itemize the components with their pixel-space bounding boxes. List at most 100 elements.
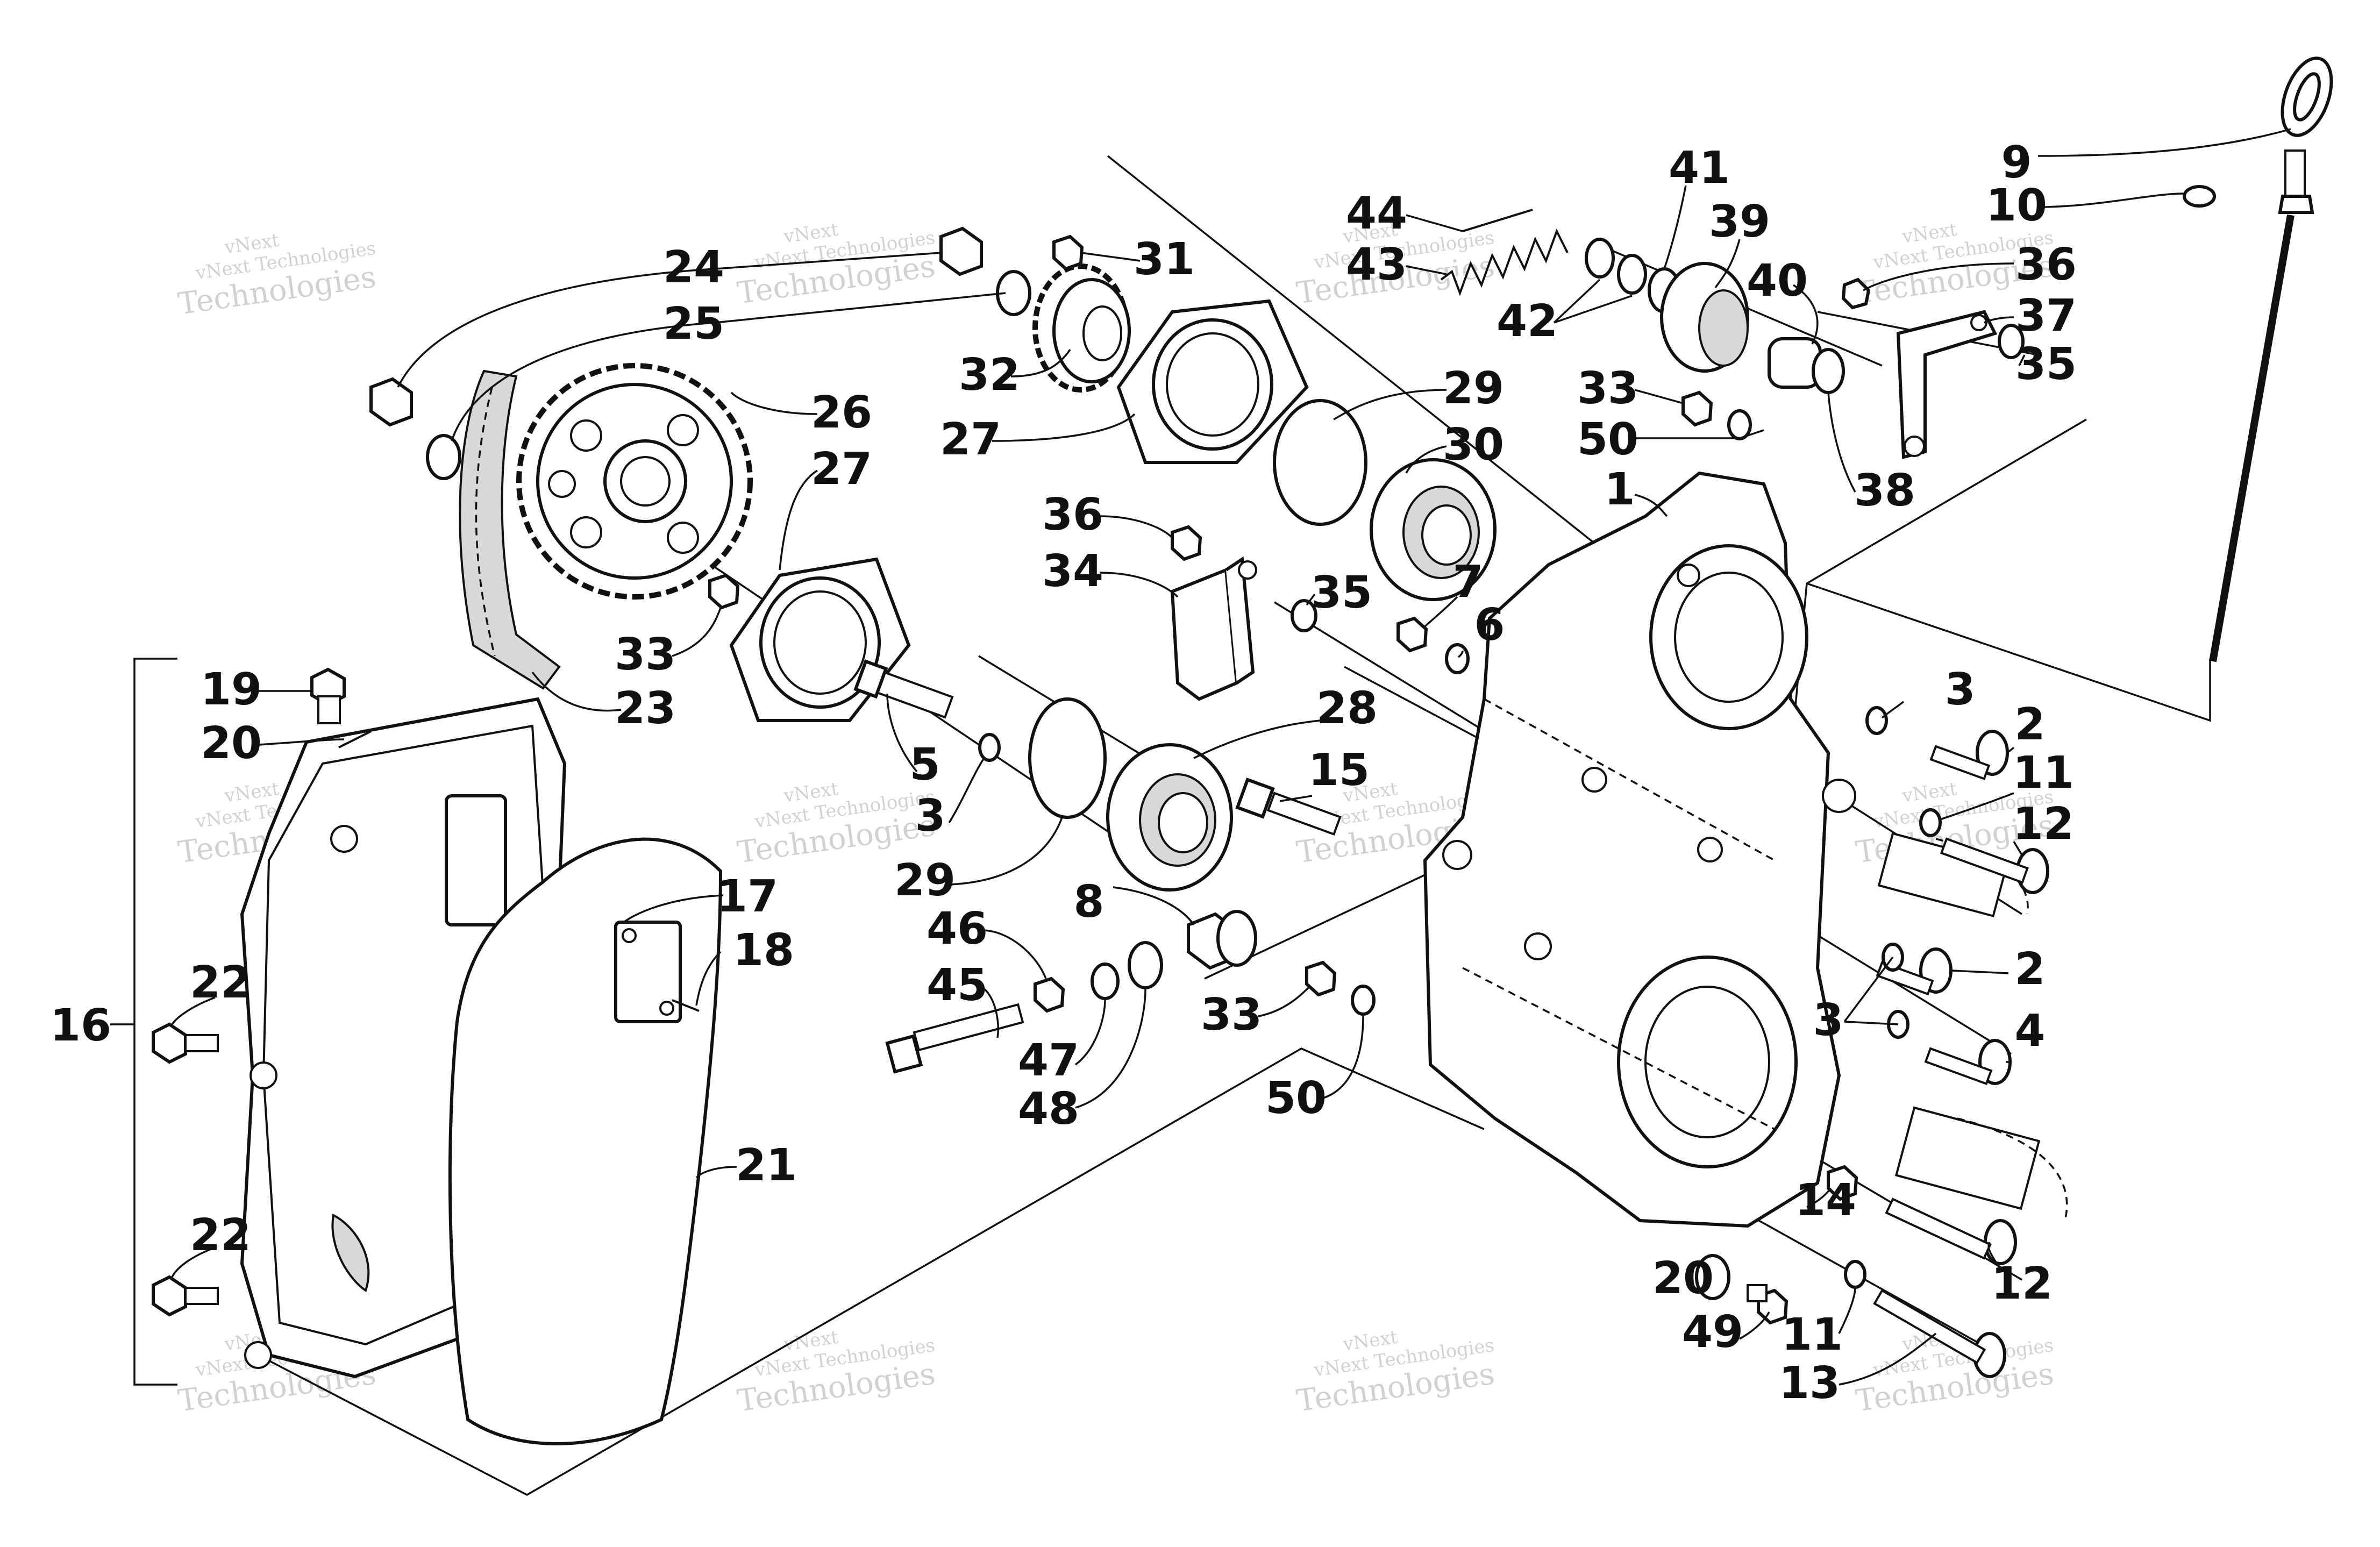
- nut-part-36: [1841, 277, 1871, 310]
- washer-part-38: [1812, 348, 1845, 394]
- callout-label: 46: [927, 903, 988, 954]
- callout-label: 33: [615, 629, 676, 680]
- leader-lines: [171, 128, 2291, 1386]
- callout-label: 28: [1316, 683, 1378, 734]
- callout-label: 49: [1682, 1307, 1743, 1358]
- callout-label: 16: [50, 1000, 111, 1051]
- nut-part-24: [369, 377, 413, 427]
- assembly-outline-bottom: [258, 1047, 1485, 1496]
- callout-label: 47: [1018, 1035, 1079, 1086]
- bolt-part-13: [1873, 1289, 2006, 1378]
- callout-label: 19: [201, 664, 262, 715]
- washer-part-20: [1695, 1254, 1730, 1300]
- callout-label: 37: [2015, 290, 2077, 341]
- washer-part-3: [978, 733, 1001, 762]
- washer-part-47: [1091, 963, 1120, 1000]
- washer-part-3: [1865, 706, 1888, 735]
- plate-part-17: [614, 921, 682, 1023]
- bolt-part-12: [1885, 1197, 2017, 1265]
- callout-label: 34: [1042, 546, 1103, 597]
- o-ring-part-29: [1028, 697, 1107, 819]
- bushing-part-40: [1768, 337, 1822, 389]
- callout-label: 40: [1747, 255, 1808, 306]
- callout-label: 8: [1073, 876, 1104, 928]
- bearing-plate-part-27: [729, 557, 911, 722]
- callout-label: 30: [1443, 419, 1504, 470]
- spring-part-43: [1440, 228, 1569, 296]
- nut-part-31: [1052, 234, 1084, 271]
- nut-part-14: [1827, 1165, 1858, 1201]
- callout-labels: 1 2 2 3 3 3 4 5 6 7 8 9 10 11 11 12 12 1…: [50, 137, 2077, 1409]
- assembly-outline-dipstick: [1806, 582, 2211, 722]
- nut-part-33: [1681, 390, 1713, 427]
- callout-label: 2: [2014, 699, 2045, 750]
- o-ring-part-10: [2183, 185, 2216, 208]
- callout-label: 32: [959, 350, 1020, 401]
- callout-label: 10: [1986, 180, 2047, 231]
- callout-label: 29: [894, 855, 956, 906]
- bearing-plate-part-27: [1116, 299, 1309, 464]
- callout-label: 48: [1018, 1083, 1079, 1135]
- bolt-part-15: [1235, 778, 1342, 836]
- callout-label: 20: [1652, 1253, 1714, 1304]
- nut-part-33: [1305, 960, 1337, 997]
- callout-label: 3: [915, 790, 945, 842]
- gear-housing-part-1: [1423, 471, 1856, 1228]
- chain-part-23: [459, 369, 561, 690]
- nut-part-24: [939, 226, 983, 276]
- callout-label: 29: [1443, 363, 1504, 414]
- washer-part-25: [426, 434, 461, 480]
- stud-part-5: [853, 659, 954, 719]
- callout-label: 11: [2013, 747, 2074, 799]
- nut-part-36: [1171, 525, 1202, 561]
- callout-label: 35: [1311, 567, 1372, 618]
- callout-label: 7: [1452, 557, 1483, 608]
- callout-label: 1: [1604, 464, 1635, 515]
- callout-label: 12: [1991, 1258, 2053, 1309]
- callout-label: 5: [909, 739, 940, 790]
- washer-part-50: [1351, 985, 1376, 1016]
- callout-label: 24: [663, 242, 724, 293]
- watermark: vNext vNext Technologies Technologies: [176, 230, 378, 322]
- watermark: vNext vNext Technologies Technologies: [735, 1327, 937, 1419]
- callout-label: 27: [811, 444, 872, 495]
- plug-part-8: [1187, 910, 1257, 970]
- callout-label: 23: [615, 683, 676, 734]
- nut-part-33: [708, 573, 740, 610]
- large-sprocket-part-26: [516, 363, 753, 600]
- washer-part-35: [1998, 324, 2025, 359]
- seal-part-48: [1128, 941, 1163, 989]
- washer-part-42: [1585, 238, 1615, 279]
- callout-label: 25: [663, 298, 724, 350]
- drain-plug-part-49: [1747, 1284, 1788, 1325]
- callout-label: 50: [1577, 414, 1638, 465]
- callout-label: 17: [717, 871, 778, 922]
- callout-label: 6: [1474, 600, 1505, 651]
- callout-label: 27: [940, 414, 1001, 465]
- nut-part-46: [1034, 976, 1065, 1013]
- callout-label: 14: [1795, 1175, 1856, 1226]
- callout-label: 36: [1042, 489, 1103, 540]
- callout-label: 20: [201, 718, 262, 769]
- callout-label: 3: [1813, 995, 1843, 1046]
- washer-part-35: [1291, 599, 1317, 632]
- shaft-stub-lower: [1894, 1106, 2068, 1221]
- callout-label: 15: [1308, 745, 1370, 796]
- bolt-part-4: [1924, 1039, 2012, 1086]
- bolt-part-45: [885, 1003, 1024, 1074]
- callout-label: 42: [1497, 296, 1558, 347]
- callout-label: 3: [1944, 664, 1975, 715]
- callout-label: 35: [2015, 339, 2077, 390]
- small-sprocket-part-32: [1032, 263, 1131, 393]
- callout-label: 26: [811, 387, 872, 438]
- washer-part-42: [1617, 254, 1647, 295]
- tensioner-arm-part-37: [1896, 310, 1998, 459]
- callout-label: 22: [190, 1210, 251, 1261]
- callout-label: 50: [1265, 1073, 1327, 1124]
- o-ring-part-29: [1273, 399, 1367, 526]
- axis-line: [1107, 155, 1609, 555]
- callout-label: 11: [1782, 1309, 1843, 1360]
- callout-label: 43: [1346, 239, 1407, 290]
- washer-part-11: [1844, 1260, 1866, 1289]
